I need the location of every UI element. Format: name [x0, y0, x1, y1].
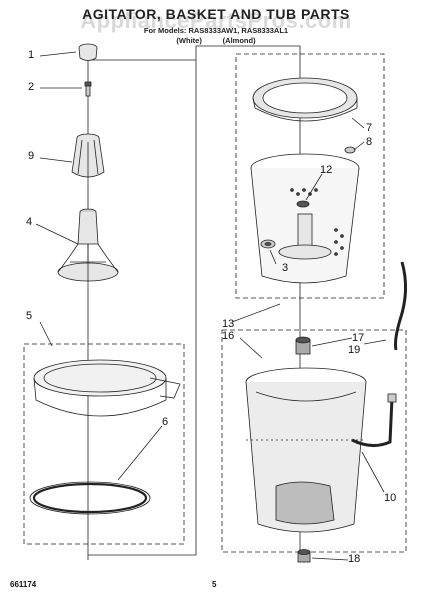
part-17-nut [295, 336, 311, 355]
part-1-agitator-cap [78, 43, 98, 61]
part-6-seal-ring [29, 481, 151, 515]
callout-16: 16 [222, 330, 235, 342]
connector-guide-line [88, 45, 301, 556]
diagram-title: AGITATOR, BASKET AND TUB PARTS [82, 6, 350, 22]
callout-7: 7 [366, 122, 373, 134]
watermark: AppliancePartsPros.com [80, 8, 352, 33]
basket-group-box [235, 53, 385, 299]
ring-group-box [23, 343, 185, 545]
part-7-basket-ring [252, 77, 358, 122]
part-8-clip [344, 146, 356, 154]
part-19-hose [394, 261, 407, 351]
document-number: 661174 [10, 580, 37, 589]
tub-group-box [221, 329, 407, 553]
page-number: 5 [212, 580, 217, 589]
callout-17: 17 [352, 332, 365, 344]
callout-2: 2 [28, 81, 35, 93]
callout-12: 12 [320, 164, 333, 176]
callout-5: 5 [26, 310, 33, 322]
diagram-subtitle-colors: (White) (Almond) [176, 36, 256, 45]
callout-8: 8 [366, 136, 373, 148]
callout-18: 18 [348, 553, 361, 565]
leader-lines [35, 51, 387, 561]
basket-body [250, 153, 360, 284]
callout-10: 10 [384, 492, 397, 504]
part-9-agitator-barrel [71, 133, 105, 178]
part-10-drain-hose [351, 393, 397, 447]
callout-4: 4 [26, 216, 33, 228]
part-12-hub [296, 200, 310, 208]
callout-9: 9 [28, 150, 35, 162]
callout-3: 3 [282, 262, 289, 274]
callout-1: 1 [28, 49, 35, 61]
part-3-washer [260, 239, 276, 249]
callout-19: 19 [348, 344, 361, 356]
part-5-ring [33, 359, 181, 417]
callout-6: 6 [162, 416, 169, 428]
callout-13: 13 [222, 318, 235, 330]
part-2-bolt [84, 81, 92, 97]
part-18-nut [297, 549, 311, 563]
part-4-agitator-base [57, 208, 119, 282]
diagram-subtitle-models: For Models: RAS8333AW1, RAS8333AL1 [143, 26, 289, 35]
outer-tub [245, 367, 367, 533]
